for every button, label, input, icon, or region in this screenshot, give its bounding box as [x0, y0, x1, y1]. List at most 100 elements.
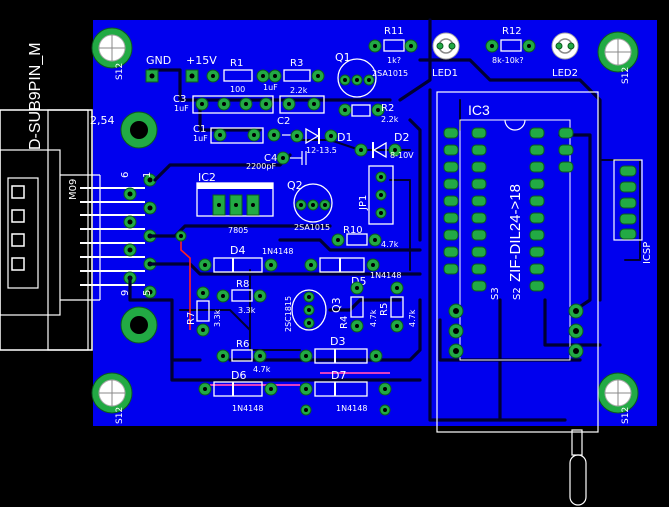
resistor-r6: [216, 349, 267, 363]
capacitor-c1: [210, 127, 264, 144]
d4-label: D4: [230, 244, 245, 257]
diode-d2: [354, 141, 402, 159]
r4-label: R4: [339, 316, 350, 329]
icsp-label: ICSP: [642, 242, 653, 264]
zif-outer-pads: [448, 303, 584, 359]
s3-label: S3: [490, 287, 501, 300]
diode-d3: [299, 348, 383, 364]
q2-label: Q2: [287, 179, 303, 192]
mount-hole-top-right: [597, 31, 639, 73]
c3-value: 1uF: [174, 104, 189, 113]
c3-label: C3: [173, 94, 186, 105]
mount-hole-top-left: [91, 27, 133, 69]
resistor-r10: [331, 233, 382, 247]
ic3-pins-right: [529, 127, 574, 292]
mount-label-bottom-left: S12: [115, 407, 125, 424]
gnd-pad: [145, 69, 159, 83]
connector-pin-6: 6: [120, 172, 131, 178]
ic3-pins-left: [443, 127, 487, 292]
mount-hole-bottom-left: [91, 372, 133, 414]
connector-part-label: M09: [68, 179, 79, 200]
q3-label: Q3: [330, 297, 343, 313]
resistor-r3: [268, 69, 325, 83]
q1-value: 2SA1015: [372, 69, 408, 78]
r6-value: 4.7k: [253, 365, 271, 374]
r11-value: 1k?: [387, 56, 401, 65]
r4-value: 4.7k: [369, 309, 378, 327]
c1-value: 1uF: [193, 134, 208, 143]
d5-value: 1N4148: [370, 271, 401, 280]
ic2-label: IC2: [198, 171, 216, 184]
jp1-label: JP1: [358, 195, 369, 211]
q1-label: Q1: [335, 51, 351, 64]
diode-d4: [198, 257, 278, 273]
r5-label: R5: [379, 303, 390, 316]
ic2-value: 7805: [228, 226, 248, 235]
resistor-r4: [350, 281, 364, 333]
v15-pad: [185, 69, 199, 83]
connector-pin-1: 1: [142, 172, 153, 178]
connector-mount-pad-bottom: [120, 306, 158, 344]
c4-label: C4: [264, 153, 277, 164]
r1-label: R1: [230, 58, 243, 69]
r2-value: 2.2k: [381, 115, 399, 124]
d3-label: D3: [330, 335, 345, 348]
c2-value: 1uF: [263, 83, 278, 92]
s2-label: S2: [512, 287, 523, 300]
r7-value: 3.3k: [213, 309, 222, 327]
transistor-q2: [293, 183, 333, 223]
resistor-r2: [338, 103, 385, 117]
connector-size-label: 2,54: [90, 114, 115, 127]
connector-mount-pad-top: [120, 111, 158, 149]
led-led1: [432, 32, 460, 60]
capacitor-c4: [276, 151, 307, 165]
r3-label: R3: [290, 58, 303, 69]
r10-label: R10: [343, 225, 363, 236]
zif-label: ZIF-DIL24->18: [507, 184, 524, 282]
c1-label: C1: [193, 124, 206, 135]
d6-value: 1N4148: [232, 404, 263, 413]
r8-label: R8: [236, 279, 249, 290]
resistor-r12: [485, 39, 536, 53]
r3-value: 2.2k: [290, 86, 308, 95]
transistor-q1: [337, 58, 377, 98]
led-led2: [551, 32, 579, 60]
v15-label: +15V: [186, 54, 217, 67]
d7-value: 1N4148: [336, 404, 367, 413]
r12-value: 8k-10k?: [492, 56, 524, 65]
regulator-ic2: [196, 182, 274, 217]
r11-label: R11: [384, 26, 404, 37]
connector-name-label: D-SUB9PIN_M: [27, 42, 44, 150]
d1-value: 12-13.5: [306, 146, 337, 155]
resistor-r7: [196, 286, 210, 337]
r8-value: 3.3k: [238, 306, 256, 315]
connector-pin-fingers: [80, 187, 145, 286]
diode-d5: [304, 257, 380, 273]
mount-label-top-left: S12: [115, 63, 125, 80]
jumper-jp1: [368, 165, 394, 225]
resistor-r1: [206, 69, 270, 83]
zif-socket-ic3: [436, 91, 599, 506]
d6-label: D6: [231, 369, 246, 382]
diode-d7: [299, 381, 392, 397]
resistor-r8: [216, 289, 267, 303]
resistor-r11: [368, 39, 418, 53]
d1-label: D1: [337, 131, 352, 144]
connector-pin-9: 9: [120, 290, 131, 296]
jumper-wire-red: [180, 236, 191, 330]
ic3-label: IC3: [468, 102, 490, 118]
transistor-q3: [291, 289, 327, 331]
led2-label: LED2: [552, 68, 578, 79]
capacitor-c3: [192, 95, 274, 114]
diode-d6: [198, 381, 278, 397]
connector-pin-5: 5: [142, 290, 153, 296]
resistor-r5: [390, 281, 404, 333]
d2-label: D2: [394, 131, 409, 144]
c2-label: C2: [277, 116, 290, 127]
icsp-header: [613, 159, 643, 241]
c4-value: 2200pF: [246, 162, 276, 171]
q2-value: 2SA1015: [294, 223, 330, 232]
mount-label-top-right: S12: [621, 67, 631, 84]
